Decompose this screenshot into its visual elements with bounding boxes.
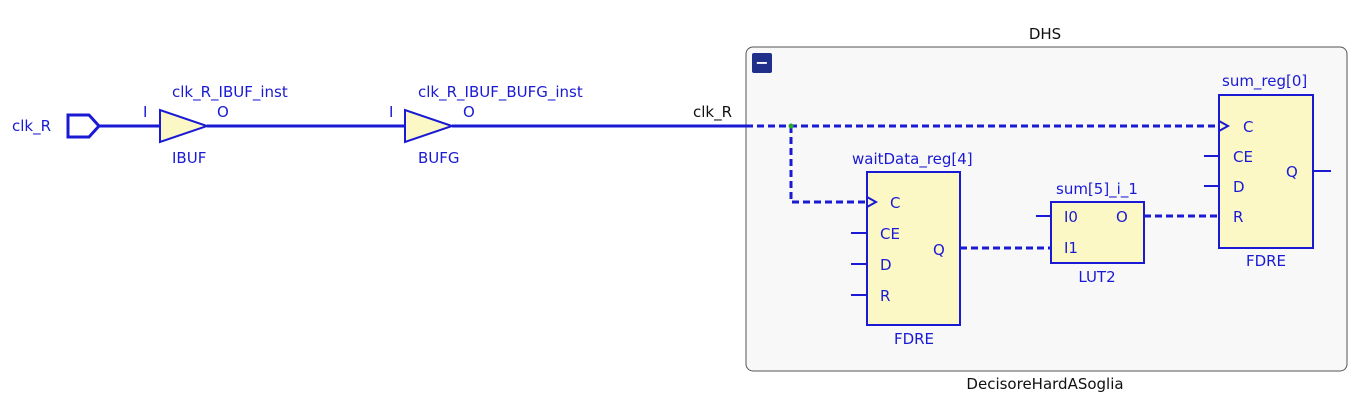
sum-reg-instance-label: sum_reg[0] [1222,72,1307,91]
bufg-type-label: BUFG [418,149,460,167]
wait-reg-type-label: FDRE [894,330,934,348]
lut-pin-i0: I0 [1064,208,1078,226]
wait-reg-pin-q: Q [933,241,945,259]
bufg-instance-label: clk_R_IBUF_BUFG_inst [418,83,583,102]
lut-body[interactable] [1050,201,1145,264]
hier-module-name: DecisoreHardASoglia [966,375,1123,393]
flipflop-body[interactable] [866,171,961,326]
sum-reg-type-label: FDRE [1246,252,1286,270]
collapse-icon[interactable] [752,53,772,73]
net-clk-to-wait-reg[interactable] [789,126,866,204]
net-junction-dot [788,123,794,129]
wait-reg-pin-d: D [880,256,892,274]
wait-reg-pin-r: R [880,287,890,305]
collapse-button[interactable]: − [752,53,772,73]
ibuf-type-label: IBUF [172,149,206,167]
hier-block-name: DHS [1029,25,1061,43]
wait-reg-pin-c: C [890,194,900,212]
ibuf-in-pin: I [143,103,147,121]
sum-reg-pin-ce: CE [1233,148,1253,166]
sum-reg-cell[interactable]: sum_reg[0] C CE D R Q FDRE [1204,72,1331,270]
sum-reg-pin-r: R [1233,208,1243,226]
wait-reg-pin-ce: CE [880,225,900,243]
clock-triangle-icon [1218,120,1231,132]
ibuf-cell[interactable]: clk_R_IBUF_inst I O IBUF [143,83,288,167]
bufg-cell[interactable]: clk_R_IBUF_BUFG_inst I O BUFG [389,83,583,167]
sum-reg-pin-q: Q [1286,163,1298,181]
ibuf-instance-label: clk_R_IBUF_inst [172,83,288,102]
bufg-in-pin: I [389,103,393,121]
wait-reg-instance-label: waitData_reg[4] [852,150,973,169]
lut-pin-i1: I1 [1064,239,1078,257]
clock-triangle-icon [866,196,879,208]
collapse-symbol: − [755,53,768,72]
sum-reg-pin-c: C [1243,118,1253,136]
bufg-out-pin: O [463,103,475,121]
port-label: clk_R [12,117,51,136]
lut-type-label: LUT2 [1078,268,1115,286]
ibuf-out-pin: O [217,103,229,121]
buffer-icon[interactable] [404,108,456,144]
wait-data-reg-cell[interactable]: waitData_reg[4] C CE D R Q FDRE [851,150,973,348]
lut-pin-o: O [1116,208,1128,226]
input-port-icon[interactable] [66,113,102,139]
buffer-icon[interactable] [159,108,211,144]
net-label-clk: clk_R [693,103,732,122]
sum-reg-pin-d: D [1233,178,1245,196]
lut-instance-label: sum[5]_i_1 [1056,180,1138,199]
lut2-cell[interactable]: sum[5]_i_1 I0 I1 O LUT2 [1036,180,1145,286]
